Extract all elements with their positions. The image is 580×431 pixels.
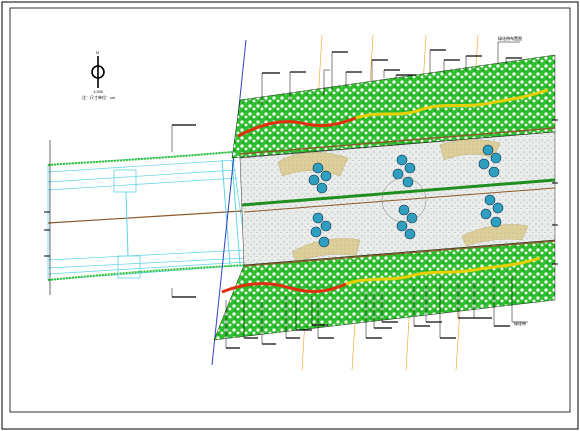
- bottom-leader-ticks: [226, 317, 510, 349]
- scale-note: 注：尺寸单位：cm: [82, 94, 116, 100]
- plaza-median-bottom: [243, 187, 556, 213]
- boundary-line-left: [211, 39, 247, 366]
- inner-frame: [9, 7, 571, 413]
- scale-text: 1:250: [93, 89, 104, 94]
- tree-cluster-1: [308, 162, 332, 248]
- plaza-median-top: [241, 178, 556, 207]
- top-callout: 绿化带布置图: [498, 35, 522, 41]
- top-median-line: [239, 127, 556, 155]
- center-circle: [381, 177, 427, 223]
- sand-accents: [277, 139, 529, 263]
- top-leader-ticks: [172, 49, 522, 298]
- top-red-hedge: [237, 116, 357, 138]
- tree-cluster-3: [478, 144, 504, 228]
- right-dimension-ticks: [552, 119, 558, 265]
- bottom-callout: 绿化带: [514, 320, 526, 326]
- bottom-median-line: [243, 240, 556, 267]
- north-arrow: N 1:250 注：尺寸单位：cm: [82, 50, 116, 100]
- north-label: N: [96, 50, 99, 55]
- bridge-section: [47, 151, 249, 281]
- top-yellow-hedge: [355, 88, 549, 120]
- left-dimension-ticks: [44, 211, 50, 257]
- bottom-red-hedge: [221, 282, 347, 294]
- bottom-yellow-hedge: [345, 256, 541, 286]
- bottom-planting-belt: [213, 239, 556, 341]
- tree-cluster-2: [392, 154, 418, 240]
